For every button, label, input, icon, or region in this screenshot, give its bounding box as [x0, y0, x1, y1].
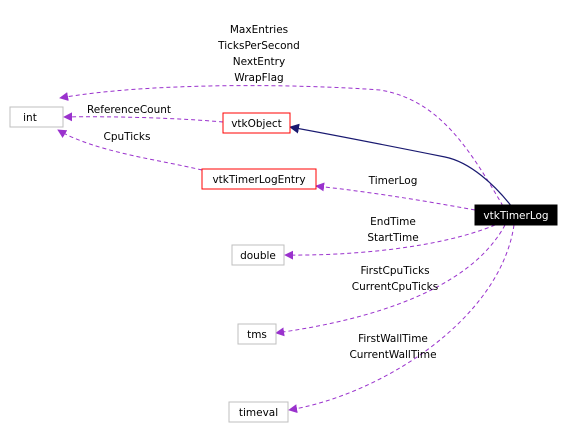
edge-label-reference-count: ReferenceCount [87, 104, 171, 116]
edge-vtkobject-to-int [63, 112, 224, 123]
node-timeval[interactable]: timeval [228, 401, 289, 423]
node-timeval-label: timeval [239, 407, 278, 419]
node-int[interactable]: int [9, 106, 64, 128]
node-vtktimerlog[interactable]: vtkTimerLog [474, 204, 558, 226]
node-double[interactable]: double [231, 244, 285, 266]
node-int-label: int [23, 112, 37, 124]
node-tms-label: tms [247, 329, 267, 341]
node-vtktimerlog-label: vtkTimerLog [483, 210, 548, 222]
edge-timerlog-to-timerlogentry [315, 182, 476, 211]
edge-label-current-cpu-ticks: CurrentCpuTicks [352, 281, 438, 293]
edge-label-first-wall-time: FirstWallTime [358, 333, 428, 345]
edge-timerlog-to-tms [275, 224, 506, 337]
node-vtkobject[interactable]: vtkObject [222, 112, 291, 134]
edge-timerlogentry-to-int [57, 129, 203, 171]
node-double-label: double [240, 250, 276, 262]
edge-timerlog-inherits-vtkobject [289, 123, 513, 208]
edge-label-first-cpu-ticks: FirstCpuTicks [360, 265, 429, 277]
edge-label-ticks-per-second: TicksPerSecond [217, 40, 300, 52]
edge-label-wrap-flag: WrapFlag [234, 72, 283, 84]
edge-timerlog-to-int [59, 85, 504, 207]
edge-label-timer-log: TimerLog [368, 175, 418, 187]
node-vtktimerlogentry-label: vtkTimerLogEntry [212, 174, 305, 186]
edge-label-next-entry: NextEntry [233, 56, 285, 68]
edge-label-cpu-ticks: CpuTicks [104, 131, 151, 143]
edge-label-end-time: EndTime [370, 216, 416, 228]
node-vtktimerlogentry[interactable]: vtkTimerLogEntry [201, 168, 317, 190]
node-tms[interactable]: tms [237, 323, 277, 345]
edge-timerlog-to-double [284, 224, 496, 260]
edge-timerlog-to-timeval [288, 224, 515, 414]
edge-label-start-time: StartTime [367, 232, 418, 244]
edge-label-max-entries: MaxEntries [230, 24, 288, 36]
edge-label-current-wall-time: CurrentWallTime [349, 349, 436, 361]
node-vtkobject-label: vtkObject [231, 118, 282, 130]
